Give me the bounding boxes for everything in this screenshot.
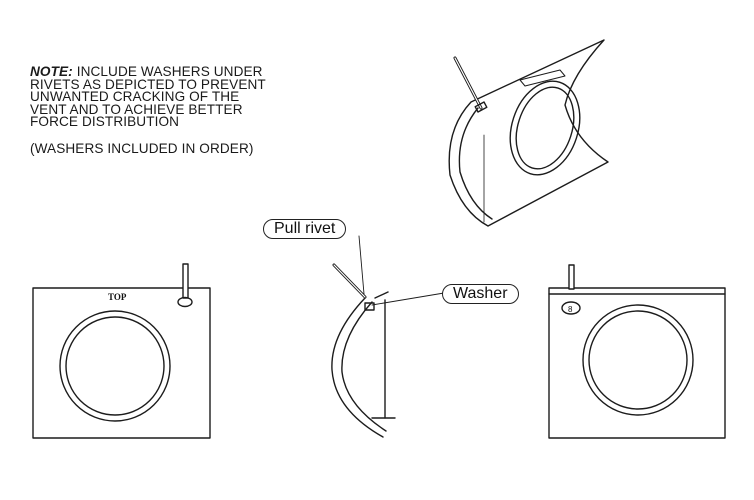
rear-vent-outer xyxy=(582,304,694,416)
assembly-note: NOTE: INCLUDE WASHERS UNDER RIVETS AS DE… xyxy=(30,64,330,156)
side-sheet-inner xyxy=(341,301,387,432)
front-pull-rivet xyxy=(182,263,189,299)
washer-callout: Washer xyxy=(442,284,519,304)
rear-vent-inner xyxy=(588,310,688,410)
iso-sheet-outer xyxy=(448,39,609,227)
note-line-4: VENT AND TO ACHIEVE BETTER xyxy=(30,101,243,117)
note-line-2: RIVETS AS DEPICTED TO PREVENT xyxy=(30,76,266,92)
iso-washer xyxy=(474,101,488,113)
side-sheet-outer xyxy=(331,297,384,438)
front-washer xyxy=(177,296,193,308)
iso-vent-inner-ring xyxy=(515,86,575,170)
rear-panel xyxy=(548,287,726,439)
rear-view xyxy=(548,264,726,439)
side-frame-top xyxy=(374,291,389,299)
front-vent-inner xyxy=(65,316,165,416)
pull-rivet-leader xyxy=(358,235,365,295)
front-panel xyxy=(32,287,211,439)
rear-washer xyxy=(561,301,581,315)
front-vent-outer xyxy=(59,310,171,422)
washer-leader xyxy=(371,292,445,306)
note-washers-included: (WASHERS INCLUDED IN ORDER) xyxy=(30,140,254,156)
note-line-1: NOTE: INCLUDE WASHERS UNDER xyxy=(30,64,330,79)
pull-rivet-callout: Pull rivet xyxy=(263,219,347,239)
rear-mark: 8 xyxy=(568,305,573,314)
isometric-view xyxy=(448,39,609,227)
iso-vent-outer-ring xyxy=(509,80,581,176)
iso-top-strip xyxy=(519,69,566,87)
side-washer xyxy=(364,302,375,311)
side-view xyxy=(331,263,396,438)
note-lead: NOTE: xyxy=(30,64,73,79)
front-view xyxy=(32,263,211,439)
note-line-5: FORCE DISTRIBUTION xyxy=(30,114,180,130)
note-text-1: INCLUDE WASHERS UNDER xyxy=(76,64,263,79)
rear-pull-rivet xyxy=(568,264,575,290)
iso-sheet-inner-edge xyxy=(458,107,493,220)
front-top-mark: TOP xyxy=(108,292,127,302)
note-line-3: UNWANTED CRACKING OF THE xyxy=(30,89,240,105)
